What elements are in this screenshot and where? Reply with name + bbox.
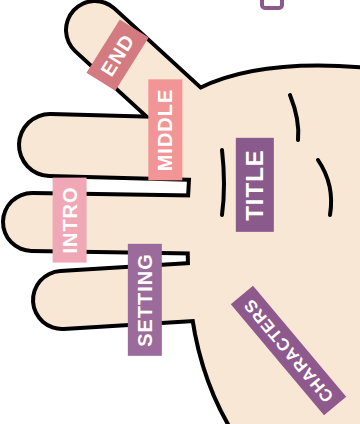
finger-label: MIDDLE (148, 80, 182, 181)
label-text: SETTING (135, 253, 155, 347)
label-text: END (98, 31, 139, 80)
hand-outline (32, 30, 360, 424)
finger-label: TITLE (236, 138, 274, 232)
finger-label: INTRO (53, 177, 87, 262)
label-text: TITLE (243, 149, 267, 221)
finger-label: CHARACTERS (230, 285, 345, 415)
label-text: MIDDLE (155, 89, 175, 172)
label-text: CHARACTERS (240, 295, 336, 405)
frame-corner (262, 0, 282, 8)
finger-label: END (87, 19, 149, 91)
finger-label: SETTING (128, 244, 162, 356)
label-text: INTRO (60, 186, 80, 253)
hand-fill (32, 30, 360, 424)
